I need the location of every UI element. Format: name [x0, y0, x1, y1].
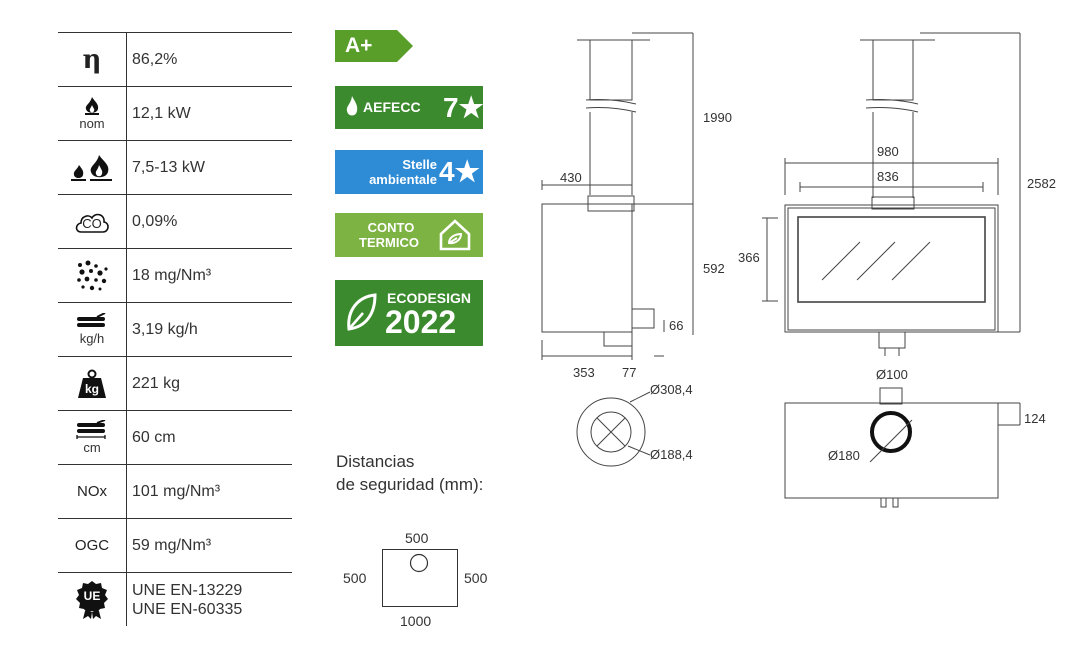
inner-diameter-label: Ø188,4	[650, 447, 693, 462]
spec-row-efficiency: η 86,2%	[58, 32, 292, 86]
front-width-inner-label: 836	[877, 169, 899, 184]
side-view-drawing	[541, 32, 694, 467]
flame-icon	[346, 96, 358, 116]
spec-row-log-length: cm 60 cm	[58, 410, 292, 464]
outer-diameter-label: Ø308,4	[650, 382, 693, 397]
spec-row-power-range: 7,5-13 kW	[58, 140, 292, 194]
stelle-ambientale-badge: Stelle ambientale 4★	[335, 150, 483, 194]
spec-value-wood-consumption: 3,19 kg/h	[132, 321, 198, 338]
weight-icon: kg	[58, 357, 127, 410]
side-depth-label: 353	[573, 365, 595, 380]
spec-value-co: 0,09%	[132, 213, 178, 230]
spec-value-nox: 101 mg/Nm³	[132, 483, 221, 500]
spec-value-log-length: 60 cm	[132, 429, 176, 446]
ogc-icon: OGC	[58, 519, 127, 572]
side-height-top-label: 1990	[703, 110, 732, 125]
side-offset-label: 77	[622, 365, 637, 380]
nox-icon: NOx	[58, 465, 127, 518]
spec-value-standards: UNE EN-13229 UNE EN-60335	[132, 581, 243, 618]
top-depth-label: 124	[1024, 411, 1046, 426]
spec-value-nominal-power: 12,1 kW	[132, 105, 191, 122]
log-length-icon: cm	[58, 411, 127, 464]
side-width-top-label: 430	[560, 170, 582, 185]
particles-icon	[58, 249, 127, 302]
spec-row-nominal-power: nom 12,1 kW	[58, 86, 292, 140]
spec-row-co: CO 0,09%	[58, 194, 292, 248]
spec-value-weight: 221 kg	[132, 375, 181, 392]
eco-house-icon	[439, 219, 471, 251]
power-range-flames-icon	[58, 141, 127, 194]
spec-value-efficiency: 86,2%	[132, 51, 178, 68]
co-emission-icon: CO	[58, 195, 127, 248]
spec-value-particles: 18 mg/Nm³	[132, 267, 212, 284]
front-width-outer-label: 980	[877, 144, 899, 159]
spec-row-ogc: OGC 59 mg/Nm³	[58, 518, 292, 572]
front-view-drawing	[762, 32, 1021, 508]
spec-value-ogc: 59 mg/Nm³	[132, 537, 212, 554]
spec-value-power-range: 7,5-13 kW	[132, 159, 205, 176]
energy-class-badge: A+	[335, 30, 413, 62]
distance-top: 500	[405, 530, 429, 546]
side-height-body-label: 592	[703, 261, 725, 276]
conto-termico-badge: CONTO TERMICO	[335, 213, 483, 257]
leaf-icon	[347, 293, 377, 331]
distance-left: 500	[343, 570, 367, 586]
flue-circle-icon	[409, 553, 429, 573]
distance-bottom: 1000	[400, 613, 432, 629]
side-bottom-dim-label: 66	[669, 318, 684, 333]
spec-row-standards: UE UNE EN-13229 UNE EN-60335	[58, 572, 292, 626]
spec-table: η 86,2% nom 12,1 kW 7,5-13 kW CO 0,09% 1…	[58, 32, 292, 626]
front-total-height-label: 2582	[1027, 176, 1056, 191]
ecodesign-badge: ECODESIGN 2022	[335, 280, 483, 346]
distance-right: 500	[464, 570, 488, 586]
front-glass-height-label: 366	[738, 250, 760, 265]
safety-distance-diagram	[382, 549, 458, 607]
nominal-power-flame-icon: nom	[58, 87, 127, 140]
efficiency-eta-icon: η	[58, 33, 127, 86]
aefecc-badge: AEFECC 7★	[335, 86, 484, 129]
inlet-diameter-label: Ø100	[876, 367, 908, 382]
ue-seal-icon: UE	[58, 573, 127, 626]
spec-row-nox: NOx 101 mg/Nm³	[58, 464, 292, 518]
flue-diameter-label: Ø180	[828, 448, 860, 463]
spec-row-weight: kg 221 kg	[58, 356, 292, 410]
safety-distance-title: Distancias de seguridad (mm):	[336, 452, 484, 494]
spec-row-wood-consumption: kg/h 3,19 kg/h	[58, 302, 292, 356]
spec-row-particles: 18 mg/Nm³	[58, 248, 292, 302]
wood-consumption-icon: kg/h	[58, 303, 127, 356]
